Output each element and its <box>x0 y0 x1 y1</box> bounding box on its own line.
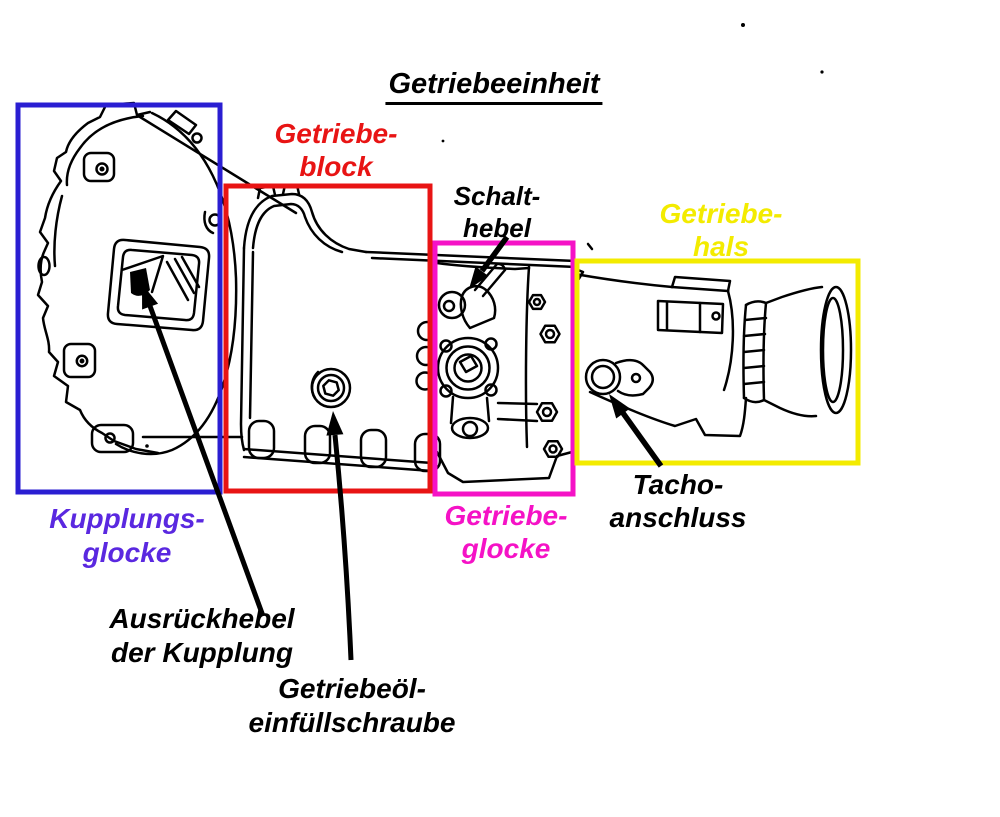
einfuellschraube-arrow <box>326 411 354 661</box>
speckle-dots <box>441 23 824 143</box>
region-box-getriebehals <box>574 258 861 466</box>
label-kupplungsglocke: Kupplungs- glocke <box>49 503 205 568</box>
transmission-line-art <box>36 23 853 484</box>
page-title: Getriebeeinheit <box>385 68 603 105</box>
label-ausrueckhebel: Ausrückhebel der Kupplung <box>109 603 295 668</box>
ausrueckhebel-arrow <box>142 284 266 617</box>
label-tachoanschluss: Tacho- anschluss <box>609 469 747 533</box>
annotation-arrows <box>142 235 664 661</box>
label-getriebehals: Getriebe- hals <box>659 198 783 262</box>
label-einfuellschraube: Getriebeöl- einfüllschraube <box>248 673 456 738</box>
region-box-kupplungsglocke <box>15 102 223 495</box>
bell-housing-drawing <box>36 101 298 456</box>
label-schalthebel: Schalt- hebel <box>453 181 541 243</box>
shift-housing-drawing <box>415 242 594 484</box>
region-boxes <box>15 102 861 497</box>
schalthebel-arrow <box>469 235 510 289</box>
label-getriebeblock: Getriebe- block <box>274 118 398 182</box>
label-getriebeglocke: Getriebe- glocke <box>444 500 568 564</box>
tachoanschluss-arrow <box>609 394 664 468</box>
region-box-getriebeblock <box>223 183 433 494</box>
